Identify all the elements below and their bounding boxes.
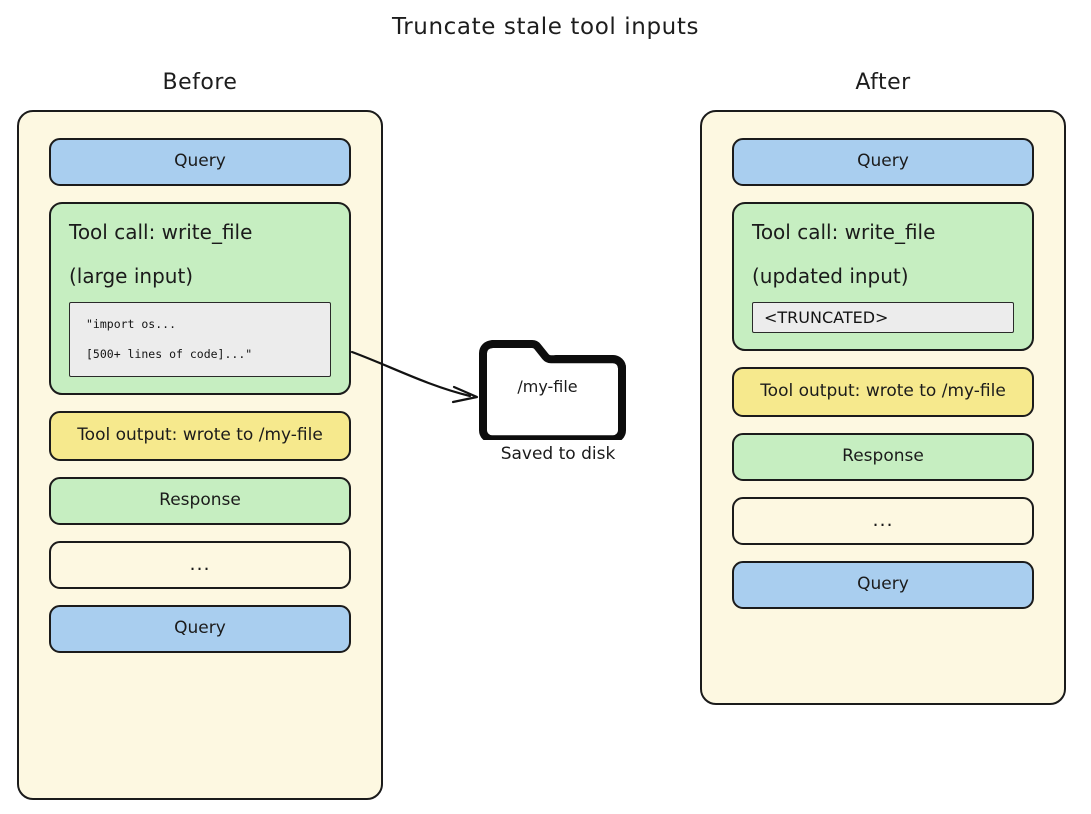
block-label: ...	[872, 509, 894, 532]
message-block-response[interactable]: Response	[732, 433, 1034, 481]
message-block-query[interactable]: Query	[49, 138, 351, 186]
block-label: ...	[189, 553, 211, 576]
code-line: [500+ lines of code]..."	[86, 347, 253, 362]
block-label: Query	[857, 151, 909, 172]
panel-inner-before: Query Tool call: write_file (large input…	[49, 138, 351, 669]
truncated-input-box: <TRUNCATED>	[752, 302, 1014, 333]
message-block-query[interactable]: Query	[732, 138, 1034, 186]
tool-call-title: Tool call: write_file	[69, 220, 253, 244]
column-header-after: After	[855, 70, 911, 95]
block-label: Tool output: wrote to /my-file	[77, 425, 323, 446]
message-block-query[interactable]: Query	[732, 561, 1034, 609]
context-panel-after: Query Tool call: write_file (updated inp…	[700, 110, 1066, 705]
message-block-query[interactable]: Query	[49, 604, 351, 653]
folder-group: /my-file	[470, 330, 640, 475]
message-block-tool-call[interactable]: Tool call: write_file (updated input) <T…	[732, 202, 1034, 351]
message-block-tool-output[interactable]: Tool output: wrote to /my-file	[49, 410, 351, 461]
message-block-response[interactable]: Response	[49, 476, 351, 525]
arrow-right-icon	[350, 350, 479, 404]
folder-icon	[479, 340, 626, 444]
block-label: Tool output: wrote to /my-file	[760, 381, 1006, 402]
tool-call-subtitle: (updated input)	[752, 264, 909, 288]
tool-call-subtitle: (large input)	[69, 264, 194, 288]
tool-input-code-box: "import os... [500+ lines of code]..."	[69, 302, 331, 377]
code-line: "import os...	[86, 317, 177, 331]
block-label: Query	[857, 574, 909, 595]
block-label: Query	[174, 618, 226, 639]
block-label: Query	[174, 151, 226, 172]
panel-inner-after: Query Tool call: write_file (updated inp…	[732, 138, 1034, 625]
block-label: Response	[159, 490, 241, 511]
message-block-tool-call[interactable]: Tool call: write_file (large input) "imp…	[49, 202, 351, 395]
message-block-ellipsis[interactable]: ...	[49, 540, 351, 589]
message-block-ellipsis[interactable]: ...	[732, 497, 1034, 545]
tool-call-title: Tool call: write_file	[752, 220, 936, 244]
column-header-before: Before	[162, 70, 238, 95]
context-panel-before: Query Tool call: write_file (large input…	[17, 110, 383, 800]
saved-to-disk-caption: Saved to disk	[500, 444, 616, 464]
message-block-tool-output[interactable]: Tool output: wrote to /my-file	[732, 367, 1034, 417]
block-label: Response	[842, 446, 924, 467]
page-title: Truncate stale tool inputs	[391, 14, 700, 40]
